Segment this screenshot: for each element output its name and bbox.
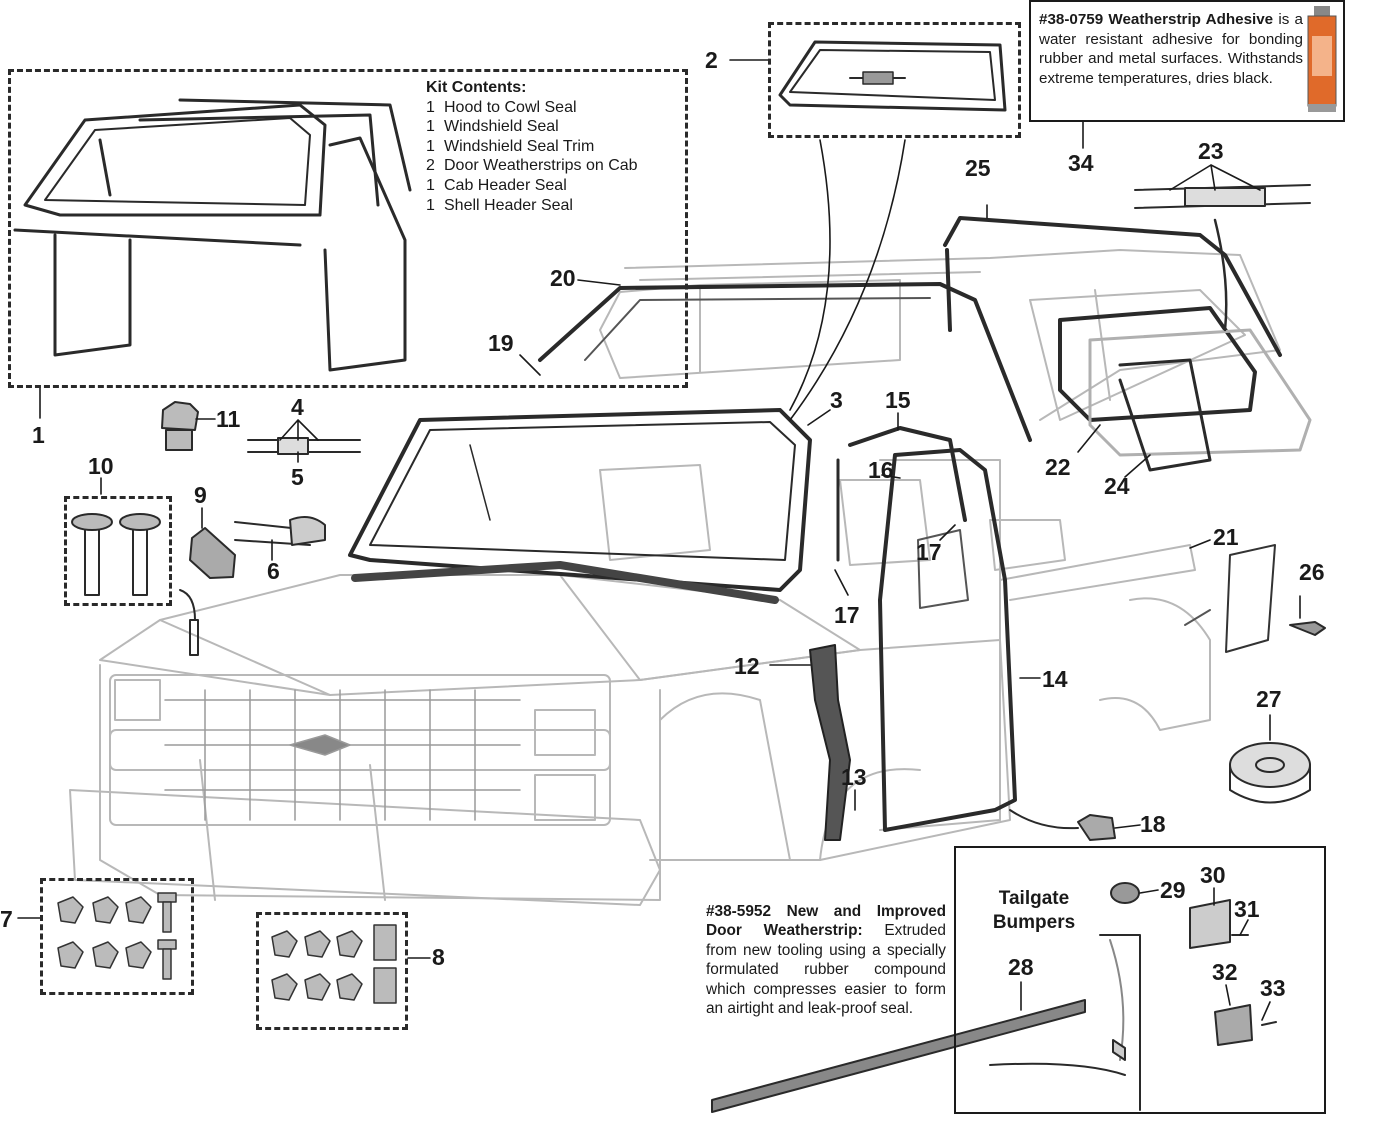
callout-5: 5 bbox=[291, 464, 304, 490]
callout-18: 18 bbox=[1140, 811, 1166, 837]
door-note-text: Extruded from new tooling using a specia… bbox=[706, 922, 946, 1018]
tape-roll-27-art bbox=[1229, 742, 1311, 804]
callout-26: 26 bbox=[1299, 559, 1325, 585]
screw-26-art bbox=[1289, 621, 1326, 636]
leader-lines bbox=[17, 59, 1301, 1021]
clip-23-art bbox=[1134, 184, 1311, 332]
kit-qty: 1 bbox=[426, 118, 435, 136]
adhesive-note: #38-0759 Weatherstrip Adhesive is a wate… bbox=[1029, 0, 1345, 122]
callout-31: 31 bbox=[1234, 896, 1260, 922]
kit-label: Windshield Seal Trim bbox=[444, 137, 595, 155]
clips-7-8-art bbox=[57, 892, 397, 1004]
callout-11: 11 bbox=[216, 406, 241, 432]
kit-qty: 1 bbox=[426, 137, 435, 155]
callout-17a: 17 bbox=[916, 539, 942, 565]
kit-box-1-notch bbox=[8, 218, 440, 388]
callout-9: 9 bbox=[194, 482, 207, 508]
callout-27: 27 bbox=[1256, 686, 1282, 712]
callout-20: 20 bbox=[550, 265, 576, 291]
callout-30: 30 bbox=[1200, 862, 1226, 888]
kit-box-8 bbox=[256, 912, 408, 1030]
callout-25: 25 bbox=[965, 155, 991, 181]
callout-4: 4 bbox=[291, 394, 304, 420]
kit-label: Door Weatherstrips on Cab bbox=[444, 157, 638, 175]
callout-23: 23 bbox=[1198, 138, 1224, 164]
callout-6: 6 bbox=[267, 558, 280, 584]
callout-22: 22 bbox=[1045, 454, 1071, 480]
kit-qty: 2 bbox=[426, 157, 435, 175]
truck-body bbox=[69, 249, 1281, 906]
grille bbox=[164, 689, 521, 821]
tailgate-box bbox=[954, 846, 1326, 1114]
kit-heading: Kit Contents: bbox=[426, 79, 527, 96]
kit-box-2 bbox=[768, 22, 1021, 138]
kit-box-10 bbox=[64, 496, 172, 606]
callout-19: 19 bbox=[488, 330, 514, 356]
kit-label: Shell Header Seal bbox=[444, 196, 573, 214]
door-note-part: #38-5952 New and Improved Door Weatherst… bbox=[706, 903, 946, 940]
door-weatherstrip-note: #38-5952 New and Improved Door Weatherst… bbox=[706, 902, 946, 1018]
adhesive-text: is a water resistant adhesive for bondin… bbox=[1039, 11, 1303, 87]
strip-28-art bbox=[711, 999, 1086, 1113]
callout-17b: 17 bbox=[834, 602, 860, 628]
callout-28: 28 bbox=[1008, 954, 1034, 980]
kit-seals-art bbox=[13, 98, 412, 372]
bumper-18-art bbox=[1077, 814, 1116, 841]
kit-item: 1 Cab Header Seal bbox=[426, 176, 638, 196]
kit-item: 1 Shell Header Seal bbox=[426, 196, 638, 216]
callout-1: 1 bbox=[32, 422, 45, 448]
seal-6-art bbox=[234, 515, 326, 546]
tailgate-art bbox=[989, 882, 1277, 1111]
tailgate-title: Tailgate Bumpers bbox=[992, 888, 1076, 933]
callout-2: 2 bbox=[705, 47, 718, 73]
kit-box-7 bbox=[40, 878, 194, 995]
kit-item: 1 Hood to Cowl Seal bbox=[426, 98, 638, 118]
kit-label: Cab Header Seal bbox=[444, 176, 567, 194]
kit-box-1 bbox=[8, 69, 688, 388]
callout-14: 14 bbox=[1042, 666, 1068, 692]
hood-cowl-seal bbox=[351, 561, 779, 604]
plug-11-art bbox=[161, 401, 199, 451]
callout-33: 33 bbox=[1260, 975, 1286, 1001]
shell-window-seal bbox=[1058, 306, 1257, 422]
windshield-seals bbox=[348, 408, 812, 592]
adhesive-part: #38-0759 Weatherstrip Adhesive bbox=[1039, 11, 1274, 28]
clip-4-art bbox=[247, 437, 361, 455]
kit-item: 2 Door Weatherstrips on Cab bbox=[426, 156, 638, 176]
callout-15: 15 bbox=[885, 387, 911, 413]
callout-3: 3 bbox=[830, 387, 843, 413]
windshield-kit-art bbox=[778, 40, 1007, 112]
callout-16: 16 bbox=[868, 457, 894, 483]
door-weatherstrip bbox=[878, 448, 1017, 832]
kit-qty: 1 bbox=[426, 98, 435, 116]
callout-24: 24 bbox=[1104, 473, 1130, 499]
callout-34: 34 bbox=[1068, 150, 1094, 176]
kit-label: Windshield Seal bbox=[444, 118, 559, 136]
kit-qty: 1 bbox=[426, 196, 435, 214]
callout-12: 12 bbox=[734, 653, 760, 679]
callout-29: 29 bbox=[1160, 877, 1186, 903]
kit-label: Hood to Cowl Seal bbox=[444, 98, 577, 116]
callout-21: 21 bbox=[1213, 524, 1239, 550]
bolts-10-art bbox=[71, 513, 199, 656]
callout-8: 8 bbox=[432, 944, 445, 970]
door-bracket bbox=[809, 644, 851, 841]
kit-item: 1 Windshield Seal bbox=[426, 117, 638, 137]
callout-10: 10 bbox=[88, 453, 114, 479]
callout-13: 13 bbox=[841, 764, 867, 790]
cab-header-seal bbox=[538, 282, 1032, 442]
bumper-9-art bbox=[189, 527, 236, 579]
kit-item: 1 Windshield Seal Trim bbox=[426, 137, 638, 157]
kit-qty: 1 bbox=[426, 176, 435, 194]
callout-7: 7 bbox=[0, 906, 13, 932]
shell-header-seal bbox=[943, 216, 1282, 357]
callout-32: 32 bbox=[1212, 959, 1238, 985]
adhesive-tube-icon bbox=[1307, 6, 1337, 112]
